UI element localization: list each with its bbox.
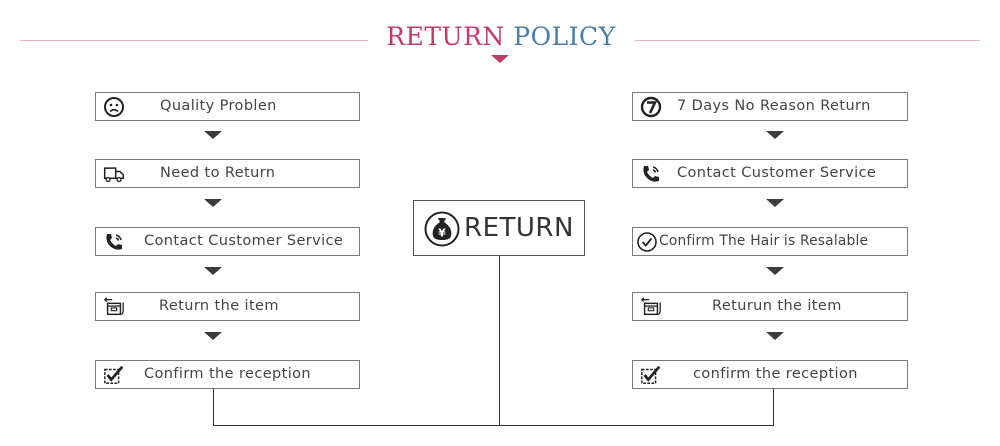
- truck-icon: [103, 163, 125, 185]
- phone-icon: [103, 231, 125, 253]
- right-arrow-4-icon: [766, 332, 784, 340]
- right-step-4-label: Returun the item: [712, 298, 842, 314]
- center-connector-line: [499, 256, 500, 426]
- left-step-4-box: Return the item: [95, 292, 360, 321]
- right-connector-line: [773, 389, 774, 426]
- left-step-1-label: Quality Problen: [160, 98, 277, 114]
- left-step-2-box: Need to Return: [95, 159, 360, 188]
- left-step-3-box: Contact Customer Service: [95, 227, 360, 256]
- title-word-return: RETURN: [386, 22, 505, 51]
- right-step-1-label: 7 Days No Reason Return: [677, 98, 871, 114]
- header-rule-right: [635, 40, 980, 41]
- right-step-5-box: confirm the reception: [632, 360, 908, 389]
- right-step-3-label: Confirm The Hair is Resalable: [659, 233, 869, 249]
- right-arrow-1-icon: [766, 131, 784, 139]
- return-box-icon: [103, 296, 125, 318]
- phone-icon: [640, 163, 662, 185]
- right-step-5-label: confirm the reception: [693, 366, 858, 382]
- page-title: RETURN POLICY: [370, 22, 632, 51]
- right-step-3-box: Confirm The Hair is Resalable: [632, 227, 908, 256]
- center-return-box: ¥ RETURN: [413, 200, 585, 256]
- left-step-2-label: Need to Return: [160, 165, 276, 181]
- right-arrow-3-icon: [766, 267, 784, 275]
- left-connector-line: [213, 389, 214, 426]
- svg-text:¥: ¥: [438, 227, 446, 240]
- left-arrow-3-icon: [204, 267, 222, 275]
- left-step-4-label: Return the item: [159, 298, 279, 314]
- left-step-3-label: Contact Customer Service: [144, 233, 344, 249]
- center-return-label: RETURN: [464, 213, 574, 243]
- sad-face-icon: [103, 96, 125, 118]
- return-box-icon: [640, 296, 662, 318]
- left-step-5-box: Confirm the reception: [95, 360, 360, 389]
- right-step-2-box: Contact Customer Service: [632, 159, 908, 188]
- bottom-connector-line: [213, 425, 774, 426]
- right-arrow-2-icon: [766, 199, 784, 207]
- right-step-4-box: Returun the item: [632, 292, 908, 321]
- title-pointer-icon: [491, 55, 509, 63]
- checkbox-icon: [103, 364, 125, 386]
- seven-days-icon: [640, 96, 662, 118]
- check-circle-icon: [636, 231, 658, 253]
- left-arrow-4-icon: [204, 332, 222, 340]
- header-rule-left: [20, 40, 368, 41]
- money-bag-icon: ¥: [424, 211, 460, 251]
- left-arrow-2-icon: [204, 199, 222, 207]
- right-step-1-box: 7 Days No Reason Return: [632, 92, 908, 121]
- title-word-policy: POLICY: [513, 22, 616, 51]
- left-step-5-label: Confirm the reception: [144, 366, 312, 382]
- left-step-1-box: Quality Problen: [95, 92, 360, 121]
- right-step-2-label: Contact Customer Service: [677, 165, 877, 181]
- checkbox-icon: [640, 364, 662, 386]
- left-arrow-1-icon: [204, 131, 222, 139]
